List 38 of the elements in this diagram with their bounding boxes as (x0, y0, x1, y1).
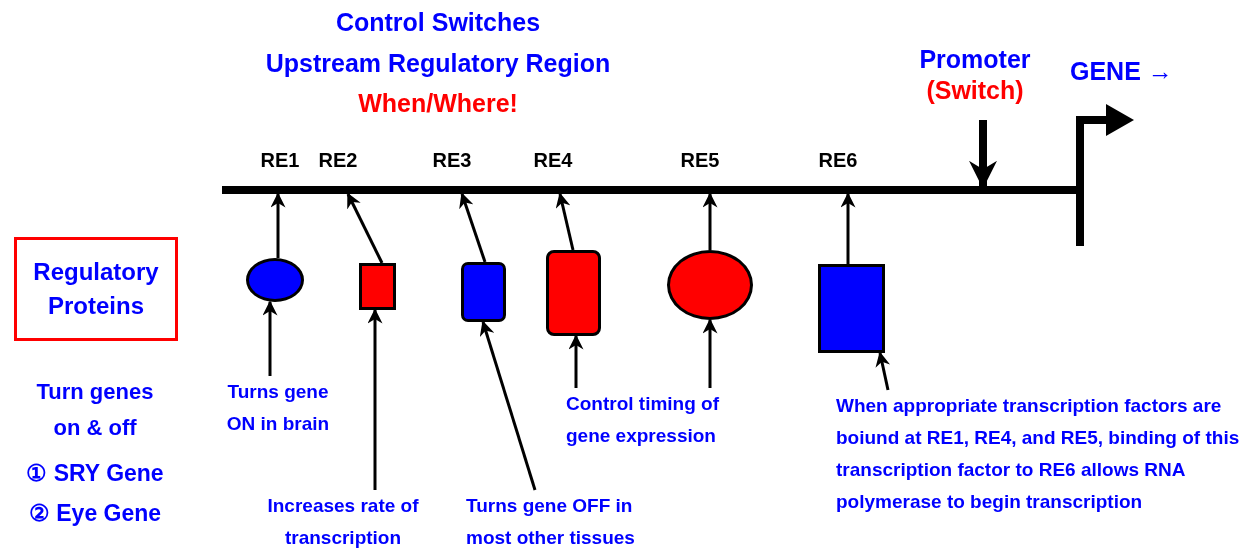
annotation-text: Turns gene ON in brain (212, 376, 344, 444)
annotation-text: Turns gene OFF in most other tissues (466, 490, 671, 556)
arrow (702, 192, 718, 250)
annotation-text: Increases rate of transcription (258, 490, 428, 556)
region-heading: Upstream Regulatory Region (264, 48, 612, 78)
arrow (568, 334, 584, 388)
arrow (555, 192, 575, 251)
arrow (367, 308, 383, 490)
arrow (459, 192, 487, 263)
site-label: RE5 (679, 148, 721, 172)
promoter-label: (Switch) (925, 75, 1025, 107)
protein-block (359, 263, 396, 310)
gene-label: GENE → (1070, 56, 1170, 86)
protein-ellipse (246, 258, 304, 302)
arrow (875, 351, 891, 391)
region-subheading: When/Where! (357, 88, 519, 118)
protein-block (818, 264, 885, 353)
heading-box: Regulatory Proteins (14, 237, 178, 341)
arrow (270, 192, 286, 258)
list-item: ② Eye Gene (27, 500, 163, 528)
note-text: Turn genes on & off (35, 378, 155, 442)
site-label: RE6 (817, 148, 859, 172)
site-label: RE3 (431, 148, 473, 172)
diagram-title: Control Switches (334, 8, 542, 37)
arrow (479, 320, 537, 491)
promoter-label: Promoter (918, 44, 1032, 75)
protein-block (461, 262, 506, 322)
protein-block (546, 250, 601, 336)
annotation-text: Control timing of gene expression (566, 388, 756, 454)
site-label: RE2 (317, 148, 359, 172)
arrow (702, 318, 718, 388)
annotation-text: When appropriate transcription factors are boiund at RE1, RE4, and RE5, binding of this transcription factor to RE6 allows RNA polymerase to begin transcription (836, 390, 1256, 556)
arrow (346, 192, 384, 264)
site-label: RE4 (532, 148, 574, 172)
arrow (840, 192, 856, 264)
list-item: ① SRY Gene (25, 460, 165, 488)
arrow (262, 300, 278, 376)
site-label: RE1 (259, 148, 301, 172)
